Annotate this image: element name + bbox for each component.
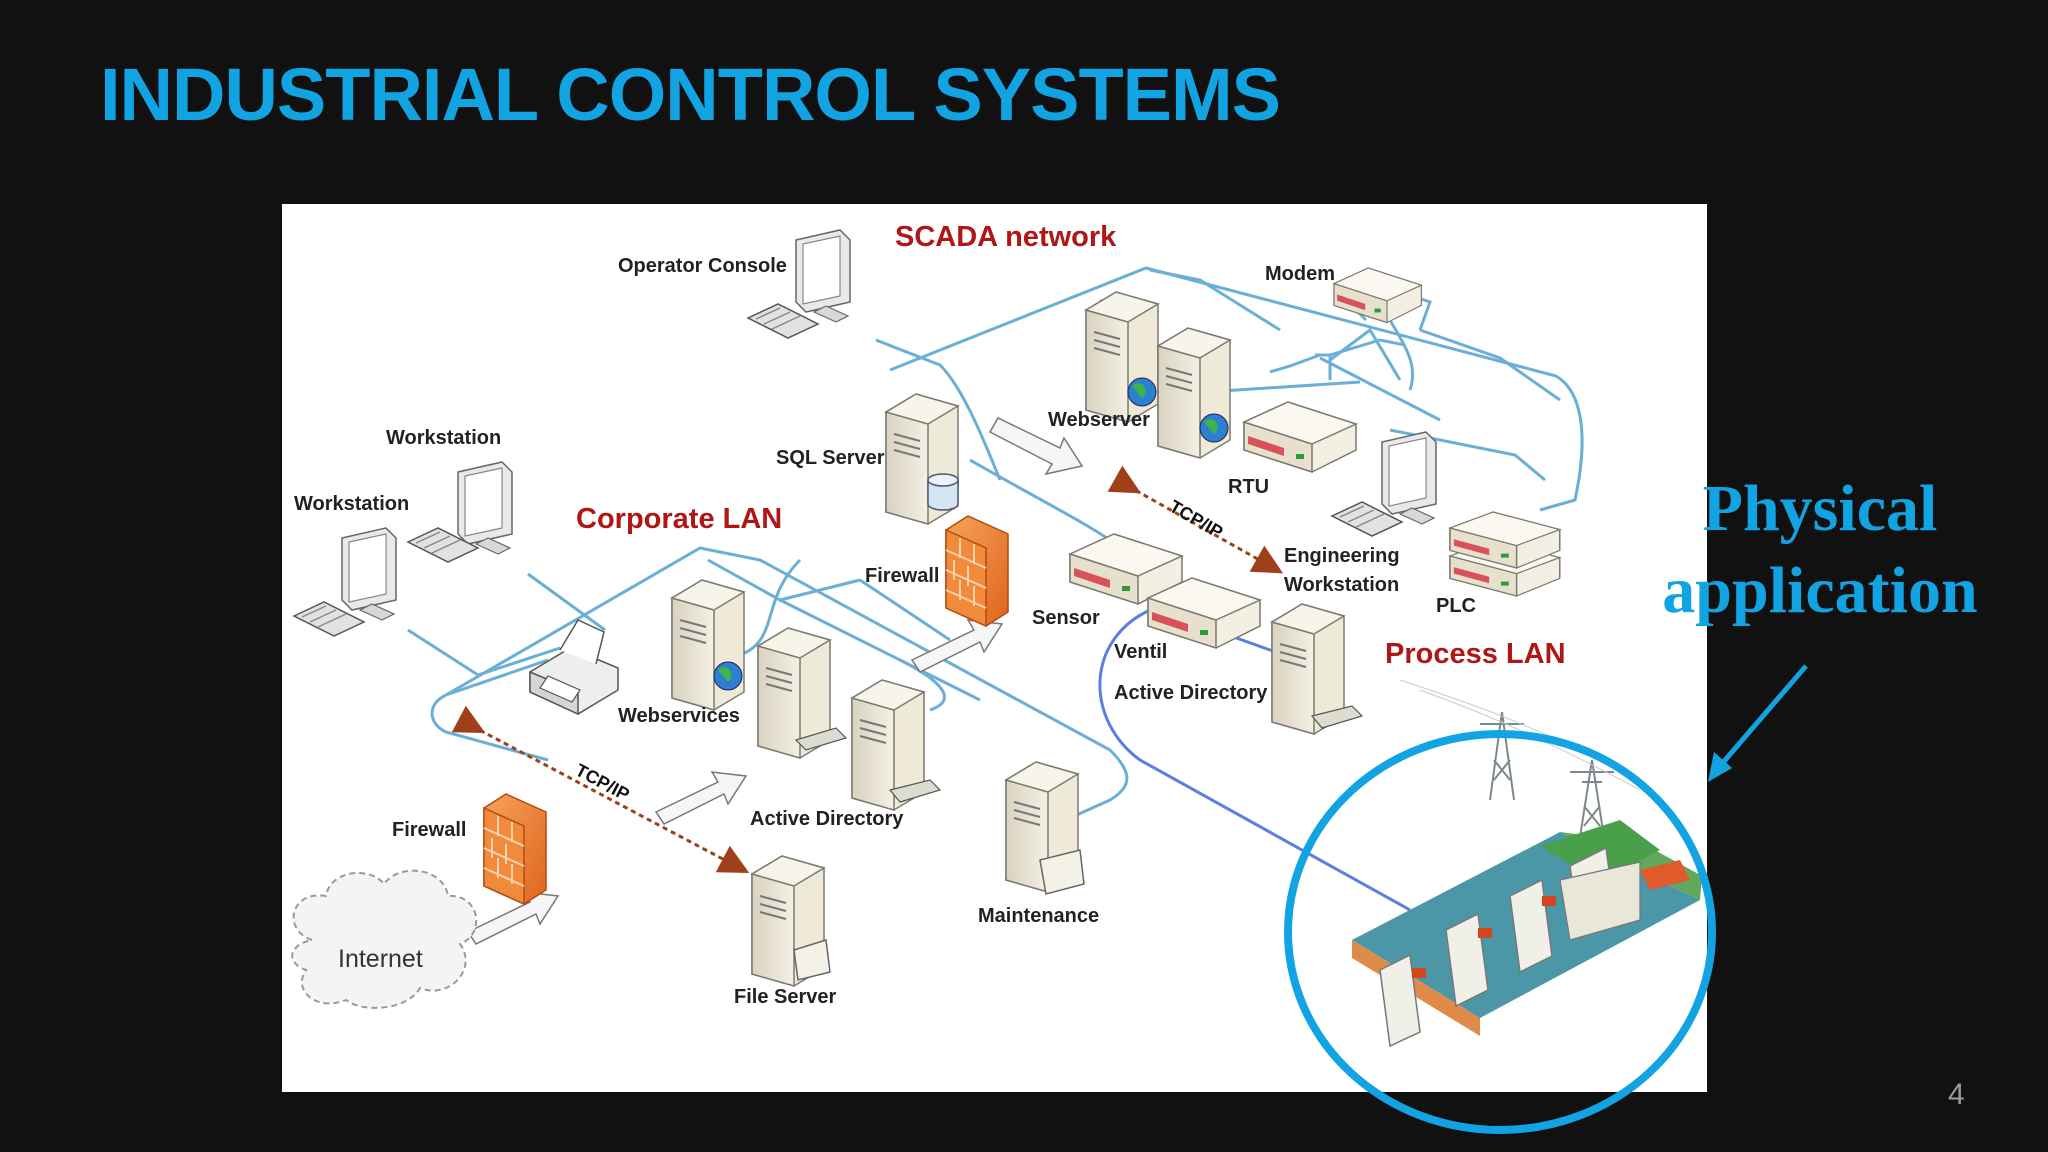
engineering-workstation-label-2: Workstation xyxy=(1284,574,1399,596)
printer-device xyxy=(529,619,619,716)
flow-arrow-corporate xyxy=(655,771,747,825)
process-lan-label: Process LAN xyxy=(1385,638,1566,670)
callout-line-1: Physical xyxy=(1702,472,1938,545)
internet-label: Internet xyxy=(338,945,423,973)
modem-label: Modem xyxy=(1265,263,1335,285)
sql-server-label: SQL Server xyxy=(776,447,885,469)
webservices-device xyxy=(671,579,745,711)
operator-console xyxy=(747,229,851,339)
sensor-label: Sensor xyxy=(1032,607,1100,629)
file-server-device xyxy=(751,855,831,987)
modem-device xyxy=(1333,267,1422,324)
workstation-left xyxy=(293,527,397,637)
sql-server-device xyxy=(885,393,959,525)
workstation-left-label: Workstation xyxy=(294,493,409,515)
active-directory-corp-label: Active Directory xyxy=(750,808,904,830)
firewall-internet-device xyxy=(483,793,547,905)
hydro-dam-illustration xyxy=(1352,820,1702,1048)
active-directory-process-label: Active Directory xyxy=(1114,682,1268,704)
page-number: 4 xyxy=(1948,1078,1965,1111)
scada-network-links xyxy=(875,266,1584,542)
active-directory-corp-device xyxy=(757,627,942,811)
flow-arrow-firewall xyxy=(911,619,1003,673)
maintenance-label: Maintenance xyxy=(978,905,1099,927)
operator-console-label: Operator Console xyxy=(618,255,787,277)
maintenance-device xyxy=(1005,761,1085,895)
plc-device xyxy=(1449,511,1561,597)
file-server-label: File Server xyxy=(734,986,837,1008)
rtu-device xyxy=(1243,401,1357,473)
ventil-label: Ventil xyxy=(1114,641,1167,663)
firewall-internet-label: Firewall xyxy=(392,819,466,841)
webserver-device xyxy=(1085,291,1231,459)
callout-arrow xyxy=(1708,664,1808,782)
active-directory-process-device xyxy=(1271,603,1364,735)
internet-cloud xyxy=(291,869,478,1009)
engineering-workstation-label-1: Engineering xyxy=(1284,545,1400,567)
physical-application-callout: Physical application xyxy=(1620,468,2020,632)
scada-network-label: SCADA network xyxy=(895,221,1117,253)
rtu-label: RTU xyxy=(1228,476,1269,498)
corporate-lan-label: Corporate LAN xyxy=(576,503,782,535)
tcpip-label-corporate: TCP/IP xyxy=(572,760,633,805)
physical-application-highlight xyxy=(1284,730,1716,1134)
callout-line-2: application xyxy=(1662,554,1978,627)
slide-title: INDUSTRIAL CONTROL SYSTEMS xyxy=(100,53,1281,136)
workstation-top-label: Workstation xyxy=(386,427,501,449)
plc-label: PLC xyxy=(1436,595,1476,617)
firewall-scada-label: Firewall xyxy=(865,565,939,587)
workstation-top xyxy=(407,461,513,563)
tcpip-label-scada: TCP/IP xyxy=(1166,496,1226,542)
firewall-scada-device xyxy=(945,515,1009,627)
webservices-label: Webservices xyxy=(618,705,740,727)
flow-arrow-scada xyxy=(988,417,1084,476)
power-towers xyxy=(1399,679,1641,851)
webserver-label: Webserver xyxy=(1048,409,1150,431)
